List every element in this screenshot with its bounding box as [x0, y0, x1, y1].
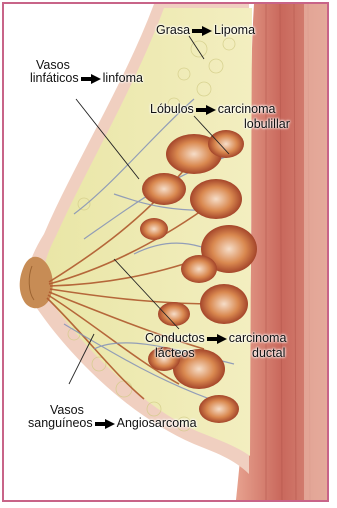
label-carcinoma-ductal-1: carcinoma: [229, 331, 287, 345]
arrow-icon: [81, 74, 101, 84]
label-vasos-linfaticos-line2: linfáticos linfoma: [30, 72, 143, 85]
label-conductos-2: lácteos: [155, 347, 195, 360]
label-lobulos: Lóbulos carcinoma: [150, 103, 275, 116]
label-angiosarcoma: Angiosarcoma: [117, 416, 197, 430]
label-conductos: Conductos carcinoma: [145, 332, 286, 345]
arrow-icon: [192, 26, 212, 36]
arrow-icon: [95, 419, 115, 429]
label-carcinoma-ductal-2: ductal: [252, 347, 285, 360]
rib-layer: [304, 4, 327, 500]
arrow-icon: [207, 334, 227, 344]
arrow-icon: [196, 105, 216, 115]
label-carcinoma-lobulillar-1: carcinoma: [218, 102, 276, 116]
label-lobulos-text: Lóbulos: [150, 102, 194, 116]
label-grasa-lipoma: Grasa Lipoma: [156, 24, 255, 37]
label-carcinoma-lobulillar-2: lobulillar: [244, 118, 290, 131]
label-grasa: Grasa: [156, 23, 190, 37]
label-lipoma: Lipoma: [214, 23, 255, 37]
label-vasos-linfaticos-text: linfáticos: [30, 71, 79, 85]
label-linfoma: linfoma: [103, 71, 143, 85]
label-conductos-text: Conductos: [145, 331, 205, 345]
label-vasos-sanguineos-text: sanguíneos: [28, 416, 93, 430]
label-vasos-sanguineos-line2: sanguíneos Angiosarcoma: [28, 417, 197, 430]
